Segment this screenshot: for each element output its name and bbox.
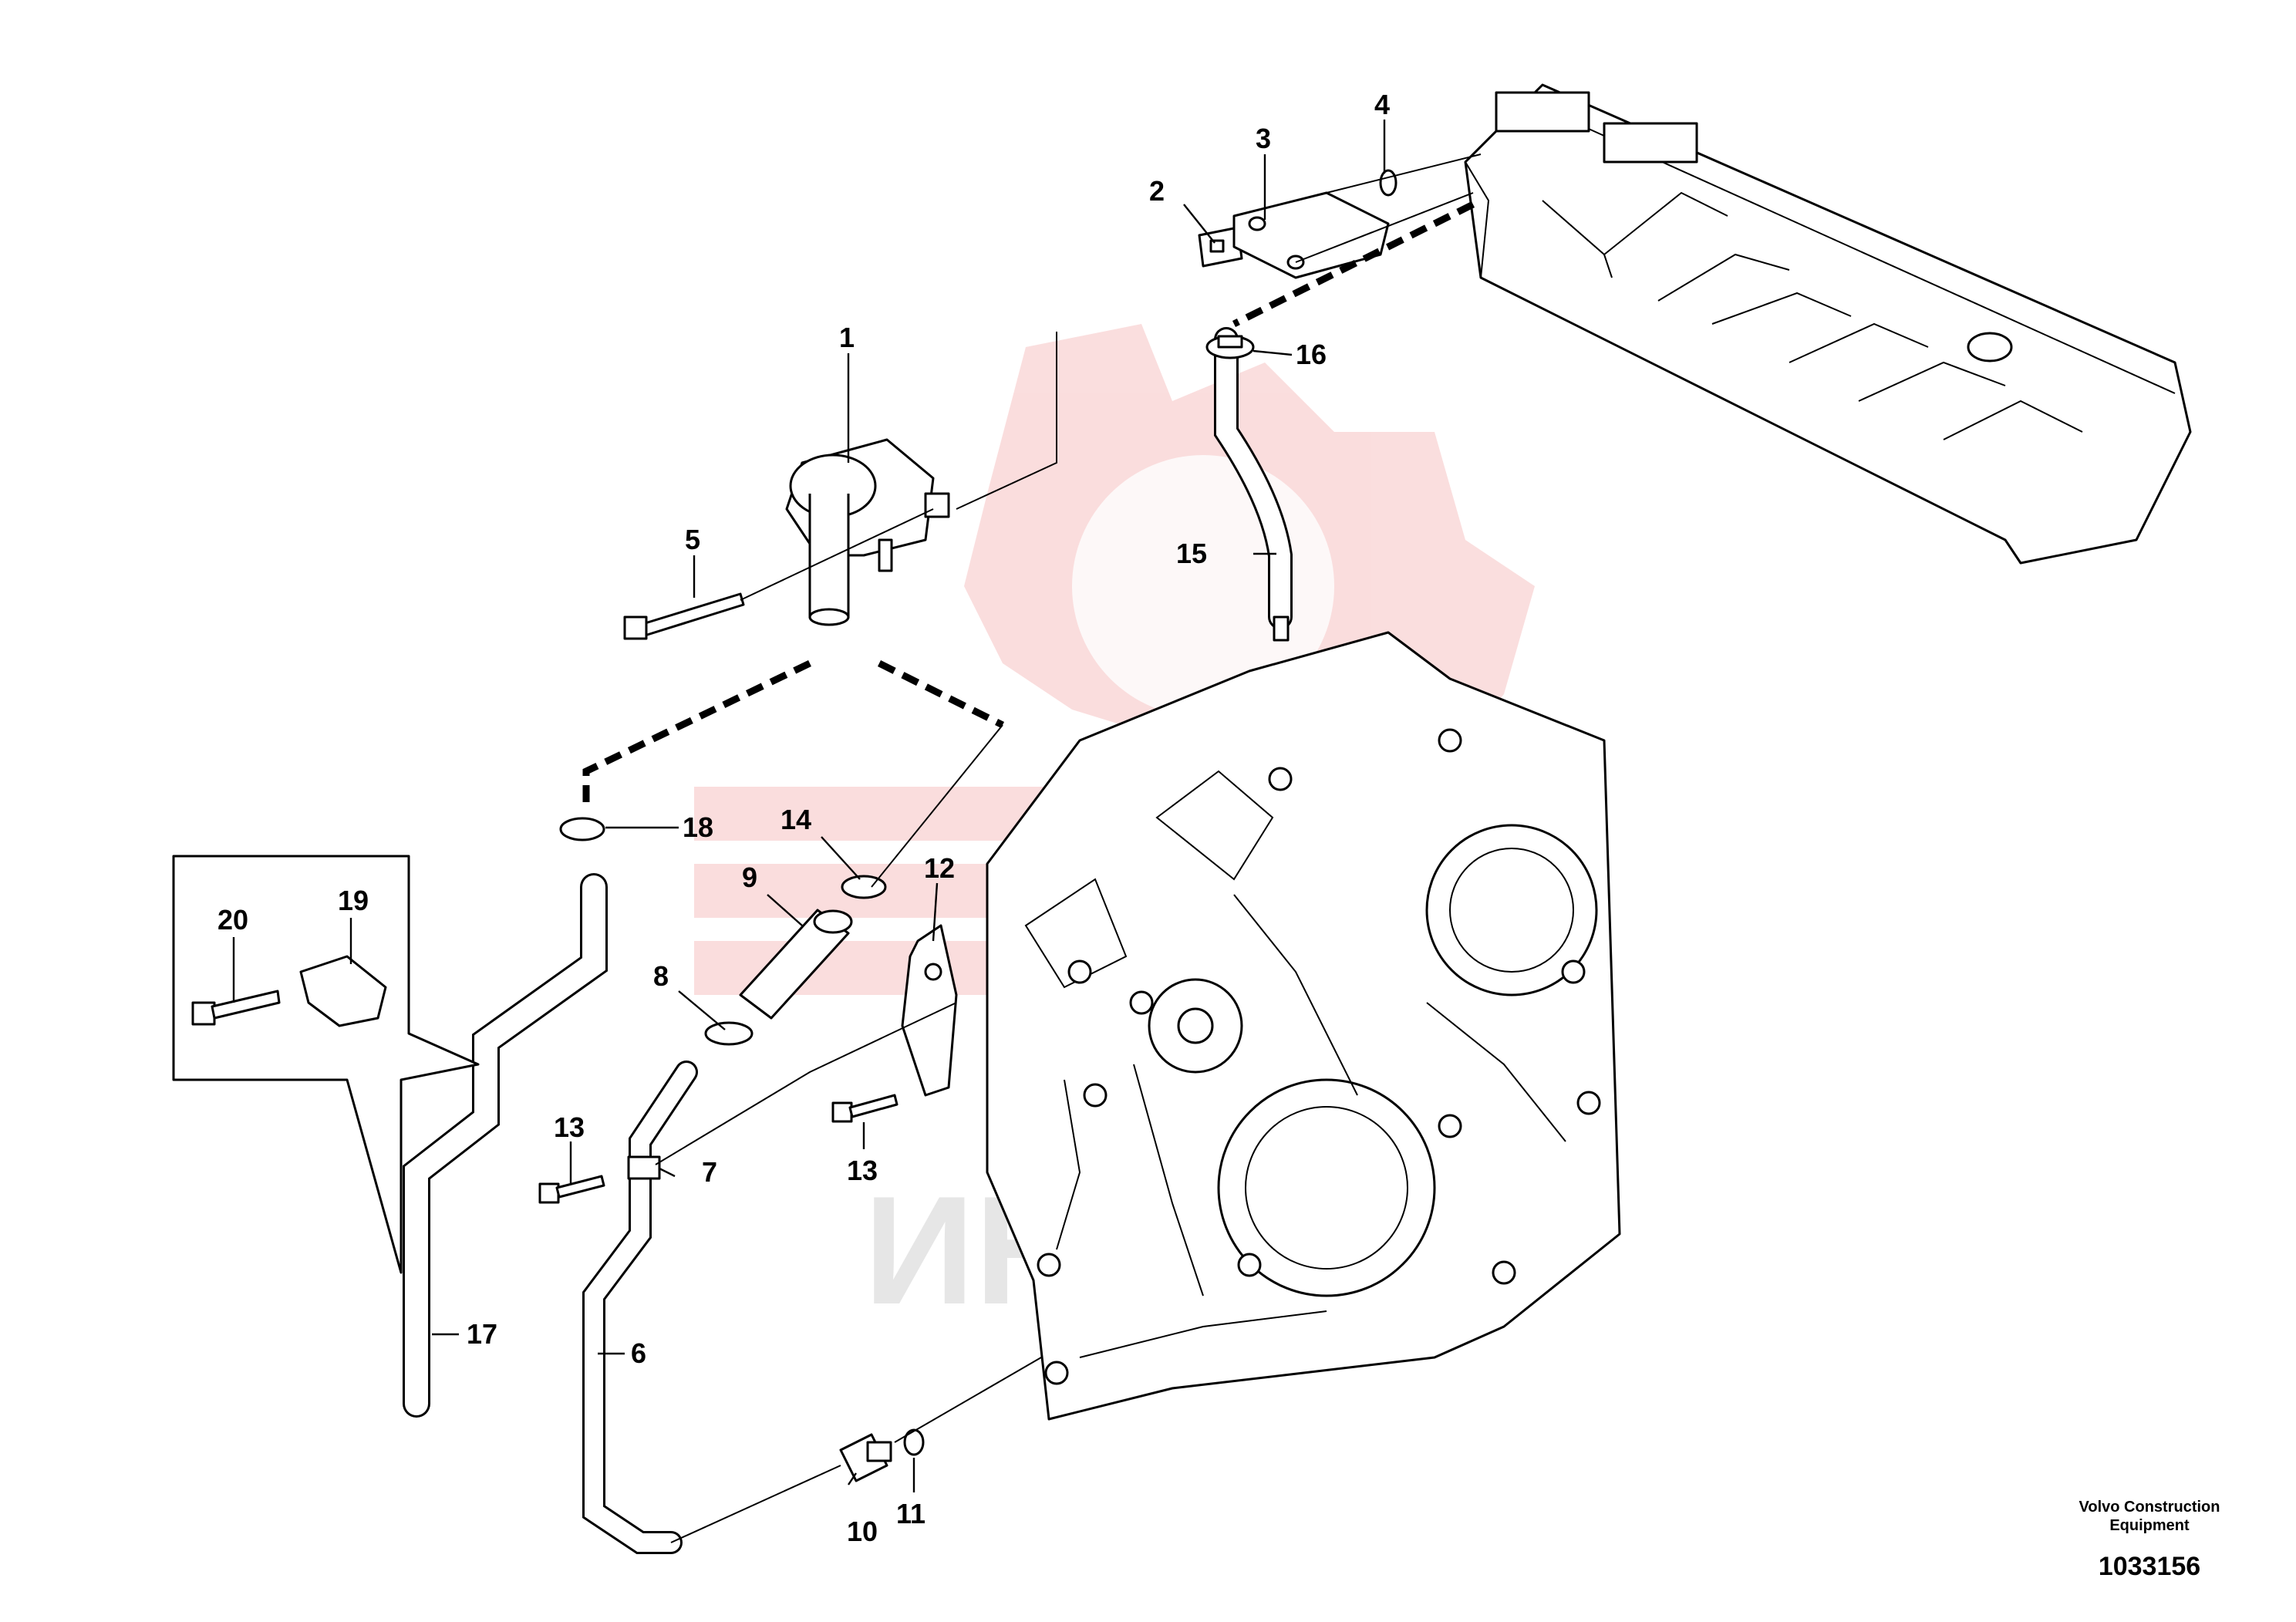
detail-inset: [172, 855, 480, 1274]
callout-1: 1: [839, 322, 855, 353]
callout-labels: 1 2 3 4 5 6 7 8 9 10 11 12 13 13 14 15 1…: [217, 89, 1390, 1547]
hose-6: [582, 1061, 698, 1554]
document-number: 1033156: [2098, 1552, 2201, 1581]
company-name: Volvo Construction Equipment: [2079, 1499, 2220, 1534]
tube-9: [739, 909, 853, 1020]
callout-15: 15: [1176, 538, 1207, 569]
callout-8: 8: [653, 960, 669, 992]
clip-7: [627, 1155, 661, 1180]
callout-11: 11: [896, 1498, 925, 1529]
callout-7: 7: [702, 1156, 717, 1188]
clamp-8: [704, 1021, 754, 1046]
bolt-13-right: [831, 1094, 899, 1123]
callout-2: 2: [1149, 175, 1165, 207]
washer-11: [903, 1428, 925, 1456]
timing-cover: [986, 631, 1621, 1421]
callout-6: 6: [631, 1337, 646, 1369]
callout-13-right: 13: [847, 1155, 878, 1186]
callout-14: 14: [781, 804, 811, 835]
o-ring-4: [1295, 153, 1482, 263]
clamp-14: [841, 875, 887, 899]
bolt-5: [623, 508, 934, 640]
callout-18: 18: [683, 811, 713, 843]
callout-5: 5: [685, 524, 700, 555]
clamp-18: [559, 817, 605, 841]
callout-17: 17: [467, 1318, 497, 1350]
callout-10: 10: [847, 1516, 878, 1547]
oil-separator-1: [785, 438, 950, 626]
bracket-12: [901, 924, 958, 1097]
callout-4: 4: [1374, 89, 1390, 120]
callout-12: 12: [924, 852, 955, 884]
callout-20: 20: [217, 904, 248, 936]
callout-16: 16: [1296, 339, 1327, 370]
hose-17: [403, 873, 608, 1418]
callout-13-left: 13: [554, 1111, 585, 1143]
callout-19: 19: [338, 885, 369, 916]
fitting-10: [839, 1433, 892, 1482]
valve-cover: [1464, 83, 2192, 565]
leader-lines: [232, 120, 1386, 1492]
callout-3: 3: [1256, 123, 1271, 154]
hose-15: [1214, 327, 1293, 642]
callout-9: 9: [742, 862, 757, 893]
connection-lines: [582, 201, 1475, 1543]
bolt-13-left: [538, 1175, 605, 1204]
clamp-16: [1205, 335, 1255, 359]
